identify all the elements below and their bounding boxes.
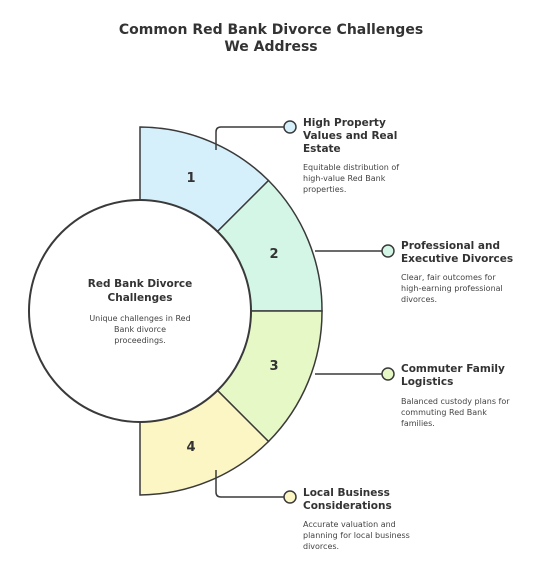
item-3-title-line-1: Commuter Family [401, 363, 505, 375]
item-2-desc-line-2: high-earning professional [401, 284, 503, 293]
item-1-description: Equitable distribution of high-value Red… [303, 162, 399, 195]
center-desc-line-2: Bank divorce [114, 325, 166, 334]
center-title: Red Bank Divorce Challenges [60, 277, 220, 305]
item-1-title-line-1: High Property [303, 117, 386, 129]
item-2-description: Clear, fair outcomes for high-earning pr… [401, 272, 503, 305]
item-3-desc-line-3: families. [401, 419, 435, 428]
title-line-1: Common Red Bank Divorce Challenges [118, 22, 424, 38]
title-line-2: We Address [224, 39, 318, 55]
connector-4 [215, 470, 284, 498]
item-2-desc-line-3: divorces. [401, 295, 438, 304]
item-3-desc-line-1: Balanced custody plans for [401, 397, 510, 406]
item-2-title-line-1: Professional and [401, 240, 500, 252]
item-3-title-line-2: Logistics [401, 376, 454, 388]
item-3-desc-line-2: commuting Red Bank [401, 408, 487, 417]
item-4-desc-line-3: divorces. [303, 542, 340, 551]
segment-number-1: 1 [186, 171, 195, 186]
segment-number-2: 2 [269, 247, 278, 262]
item-1-desc-line-2: high-value Red Bank [303, 174, 386, 183]
item-4-desc-line-2: planning for local business [303, 531, 410, 540]
connector-dot-1 [283, 120, 297, 134]
item-1-title: High Property Values and Real Estate [303, 117, 397, 156]
center-desc-line-3: proceedings. [114, 336, 166, 345]
connector-1 [215, 126, 284, 150]
item-3-description: Balanced custody plans for commuting Red… [401, 396, 510, 429]
item-2-desc-line-1: Clear, fair outcomes for [401, 273, 496, 282]
item-4-title: Local Business Considerations [303, 487, 392, 513]
item-2-title: Professional and Executive Divorces [401, 240, 513, 266]
center-desc-line-1: Unique challenges in Red [89, 314, 191, 323]
item-1-desc-line-1: Equitable distribution of [303, 163, 400, 172]
item-4-description: Accurate valuation and planning for loca… [303, 519, 410, 552]
center-circle [28, 199, 252, 423]
item-1-title-line-2: Values and Real [303, 130, 398, 142]
center-title-line-1: Red Bank Divorce [87, 278, 193, 290]
item-4-title-line-1: Local Business [303, 487, 390, 499]
connector-dot-4 [283, 490, 297, 504]
item-1-title-line-3: Estate [303, 143, 341, 155]
center-description: Unique challenges in Red Bank divorce pr… [72, 313, 208, 346]
diagram-title: Common Red Bank Divorce Challenges We Ad… [0, 22, 542, 56]
segment-number-3: 3 [269, 359, 278, 374]
item-4-title-line-2: Considerations [303, 500, 392, 512]
connector-dot-2 [381, 244, 395, 258]
item-1-desc-line-3: properties. [303, 185, 347, 194]
segment-number-4: 4 [186, 440, 195, 455]
item-3-title: Commuter Family Logistics [401, 363, 505, 389]
connector-dot-3 [381, 367, 395, 381]
center-title-line-2: Challenges [107, 292, 173, 304]
item-4-desc-line-1: Accurate valuation and [303, 520, 396, 529]
item-2-title-line-2: Executive Divorces [401, 253, 514, 265]
